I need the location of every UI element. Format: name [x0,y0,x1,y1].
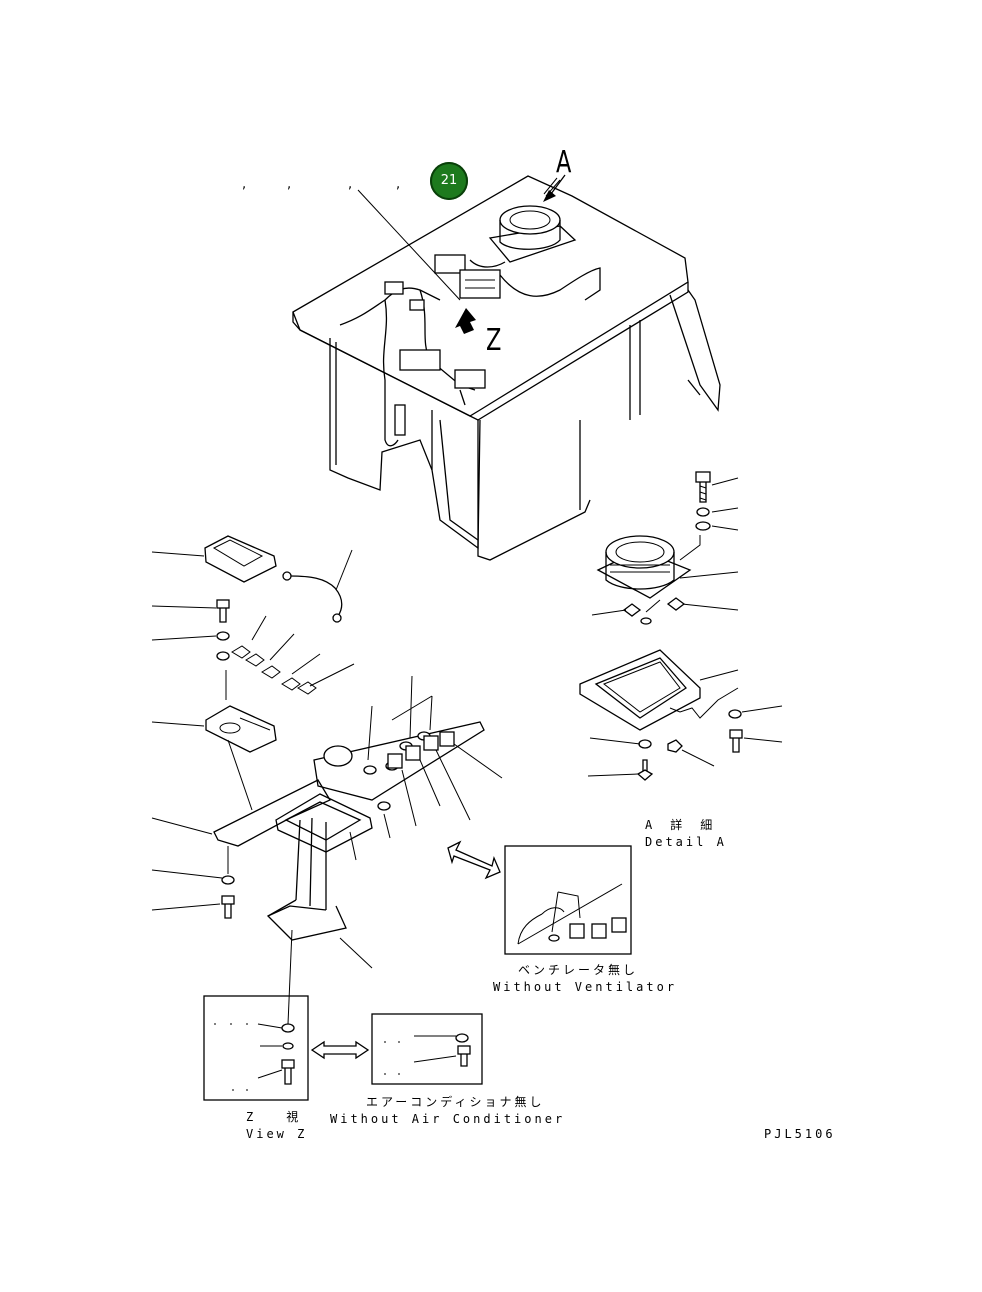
without-ventilator-caption-jp: ベンチレータ無し [518,963,639,977]
without-ventilator-box [504,845,632,955]
without-air-conditioner-caption-en: Without Air Conditioner [330,1112,566,1126]
part-number-callout[interactable]: 21 [430,162,468,200]
detail-a-assembly [579,471,783,781]
view-z-double-arrow [310,1040,370,1060]
roof-wiring-harness [339,254,601,447]
comma-separator: , [242,177,247,192]
detail-a-caption-jp: A 詳 細 [645,818,716,832]
cab-body [292,175,721,561]
without-ventilator-caption-en: Without Ventilator [493,980,678,994]
comma-separator: , [287,177,292,192]
detail-a-caption-en: Detail A [645,835,727,849]
drawing-code: PJL5106 [764,1127,836,1141]
left-exploded-parts [151,535,503,969]
without-air-conditioner-caption-jp: エアーコンディショナ無し [366,1095,545,1109]
view-z-caption-en: View Z [246,1127,308,1141]
roof-ventilator [488,205,577,263]
view-z-caption-jp: Z 視 [246,1110,302,1124]
view-letter-z: Z [486,323,502,358]
view-letter-a: A [556,145,572,180]
view-a-arrow [543,174,566,202]
comma-separator: , [348,177,353,192]
view-z-box [203,929,309,1101]
view-z-arrow [455,308,476,334]
comma-separator: , [396,177,401,192]
without-air-conditioner-box [371,1013,483,1085]
callout-leader [357,189,461,301]
